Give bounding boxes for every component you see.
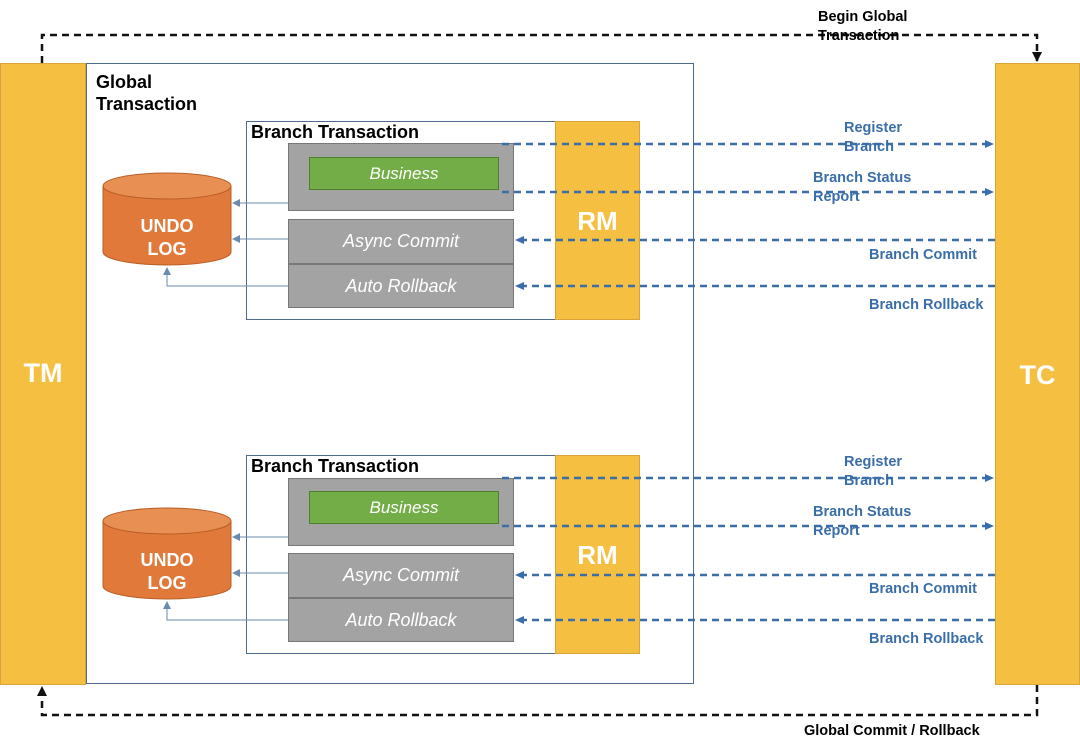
global-transaction-title-line2: Transaction — [96, 94, 198, 114]
business-box-1: Business — [309, 157, 499, 190]
register-branch-label-2: Register Branch — [844, 453, 902, 491]
undo-log-cylinder-2 — [102, 507, 232, 600]
tm-label: TM — [23, 358, 63, 388]
branch-status-label-1: Branch Status Report — [813, 169, 911, 207]
register-branch-2-line2: Branch — [844, 473, 894, 489]
begin-global-line1: Begin Global — [818, 9, 908, 25]
branch-status-1-line1: Branch Status — [813, 170, 912, 186]
branch-transaction-title-2: Branch Transaction — [251, 456, 420, 476]
business-box-2: Business — [309, 491, 499, 524]
rm-label-2: RM — [577, 540, 618, 570]
undo-connectors-1 — [163, 199, 288, 287]
branch-rollback-label-1: Branch Rollback — [869, 297, 984, 313]
undo-log-label-2-line1: UNDO — [140, 550, 194, 570]
tc-bar: TC — [995, 63, 1080, 685]
global-commit-rollback-flow — [37, 685, 1039, 717]
undo-connectors-2 — [163, 533, 288, 621]
global-transaction-title: Global Transaction — [96, 71, 197, 115]
global-commit-rollback-label: Global Commit / Rollback — [804, 723, 980, 739]
branch-rollback-label-2: Branch Rollback — [869, 631, 984, 647]
begin-global-line2: Transaction — [818, 28, 900, 44]
branch-commit-label-2: Branch Commit — [869, 581, 977, 597]
global-transaction-title-line1: Global — [96, 72, 153, 92]
branch-status-label-2: Branch Status Report — [813, 503, 911, 541]
undo-log-label-1-line1: UNDO — [140, 216, 194, 236]
rm-tc-arrows-1 — [502, 140, 995, 290]
begin-global-transaction-label: Begin Global Transaction — [818, 8, 907, 46]
auto-rollback-box-2: Auto Rollback — [288, 598, 514, 642]
business-container-2: Business — [288, 478, 514, 546]
auto-rollback-box-1: Auto Rollback — [288, 264, 514, 308]
branch-status-1-line2: Report — [813, 189, 860, 205]
async-commit-box-1: Async Commit — [288, 219, 514, 264]
business-container-1: Business — [288, 143, 514, 211]
undo-log-label-2-line2: LOG — [147, 573, 187, 593]
branch-transaction-title-1: Branch Transaction — [251, 122, 420, 142]
rm-tc-arrows-2 — [502, 474, 995, 624]
register-branch-2-line1: Register — [844, 454, 903, 470]
branch-commit-label-1: Branch Commit — [869, 247, 977, 263]
register-branch-1-line2: Branch — [844, 139, 894, 155]
undo-log-label-2: UNDO LOG — [103, 549, 231, 595]
tm-bar: TM — [0, 63, 86, 685]
tc-label: TC — [1019, 360, 1056, 390]
async-commit-box-2: Async Commit — [288, 553, 514, 598]
undo-log-cylinder-1 — [102, 172, 232, 266]
register-branch-1-line1: Register — [844, 120, 903, 136]
branch-status-2-line1: Branch Status — [813, 504, 912, 520]
branch-status-2-line2: Report — [813, 523, 860, 539]
undo-log-label-1-line2: LOG — [147, 239, 187, 259]
rm-label-1: RM — [577, 206, 618, 236]
undo-log-label-1: UNDO LOG — [103, 215, 231, 261]
begin-global-flow — [40, 33, 1042, 63]
register-branch-label-1: Register Branch — [844, 119, 902, 157]
